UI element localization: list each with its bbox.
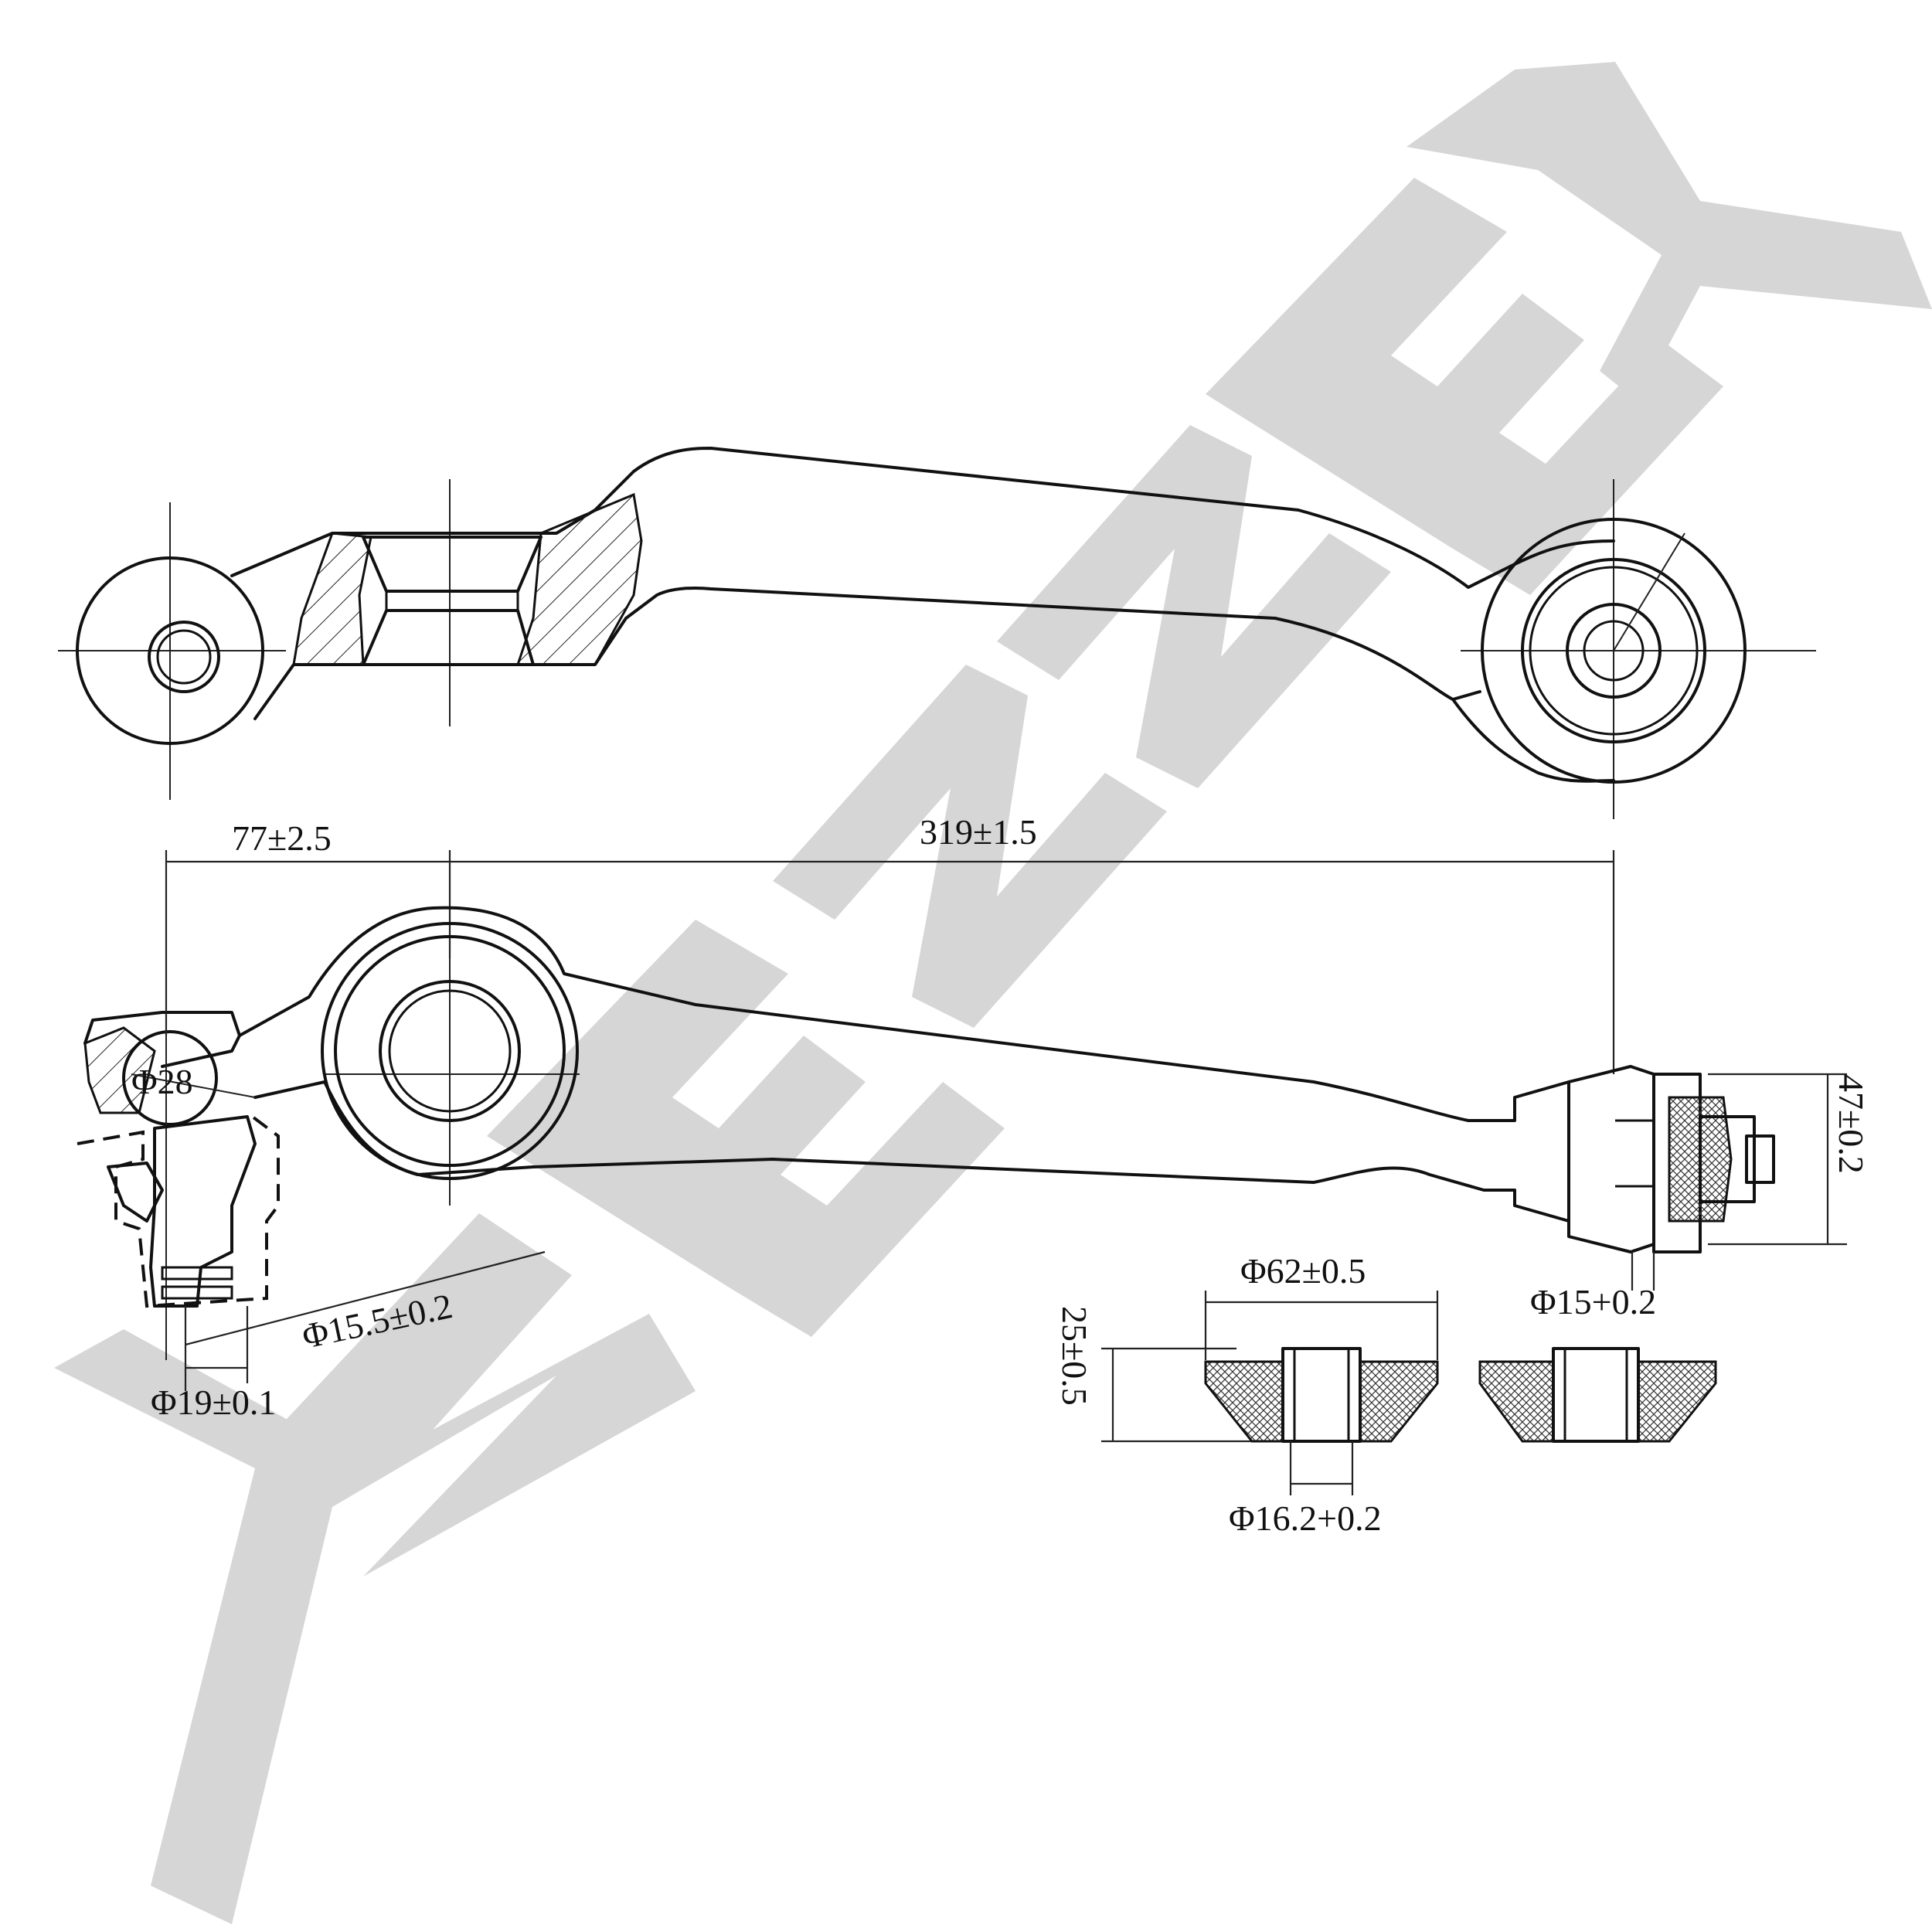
dim-47: 47±0.2 [1832, 1074, 1871, 1174]
arm-side-view [238, 906, 1570, 1223]
zennek-watermark [54, 62, 1932, 1924]
bushing-section-2 [1478, 1347, 1717, 1443]
dim-77: 77±2.5 [232, 818, 332, 858]
span-dimension [165, 850, 1615, 1074]
dim-phi19: Φ19±0.1 [151, 1383, 276, 1422]
dim-25: 25±0.5 [1055, 1306, 1094, 1406]
ball-joint [77, 1005, 280, 1360]
bushing-section-1 [1101, 1291, 1439, 1495]
arm-top-view [58, 447, 1816, 819]
ball-joint-dims [184, 1250, 546, 1391]
dim-phi28: Φ28 [131, 1062, 193, 1101]
dim-phi15: Φ15+0.2 [1530, 1282, 1656, 1321]
dim-phi62: Φ62±0.5 [1240, 1251, 1366, 1291]
dim-phi16-2: Φ16.2+0.2 [1229, 1498, 1382, 1538]
rear-bushing-side [1567, 1065, 1847, 1291]
dim-319: 319±1.5 [920, 812, 1037, 852]
